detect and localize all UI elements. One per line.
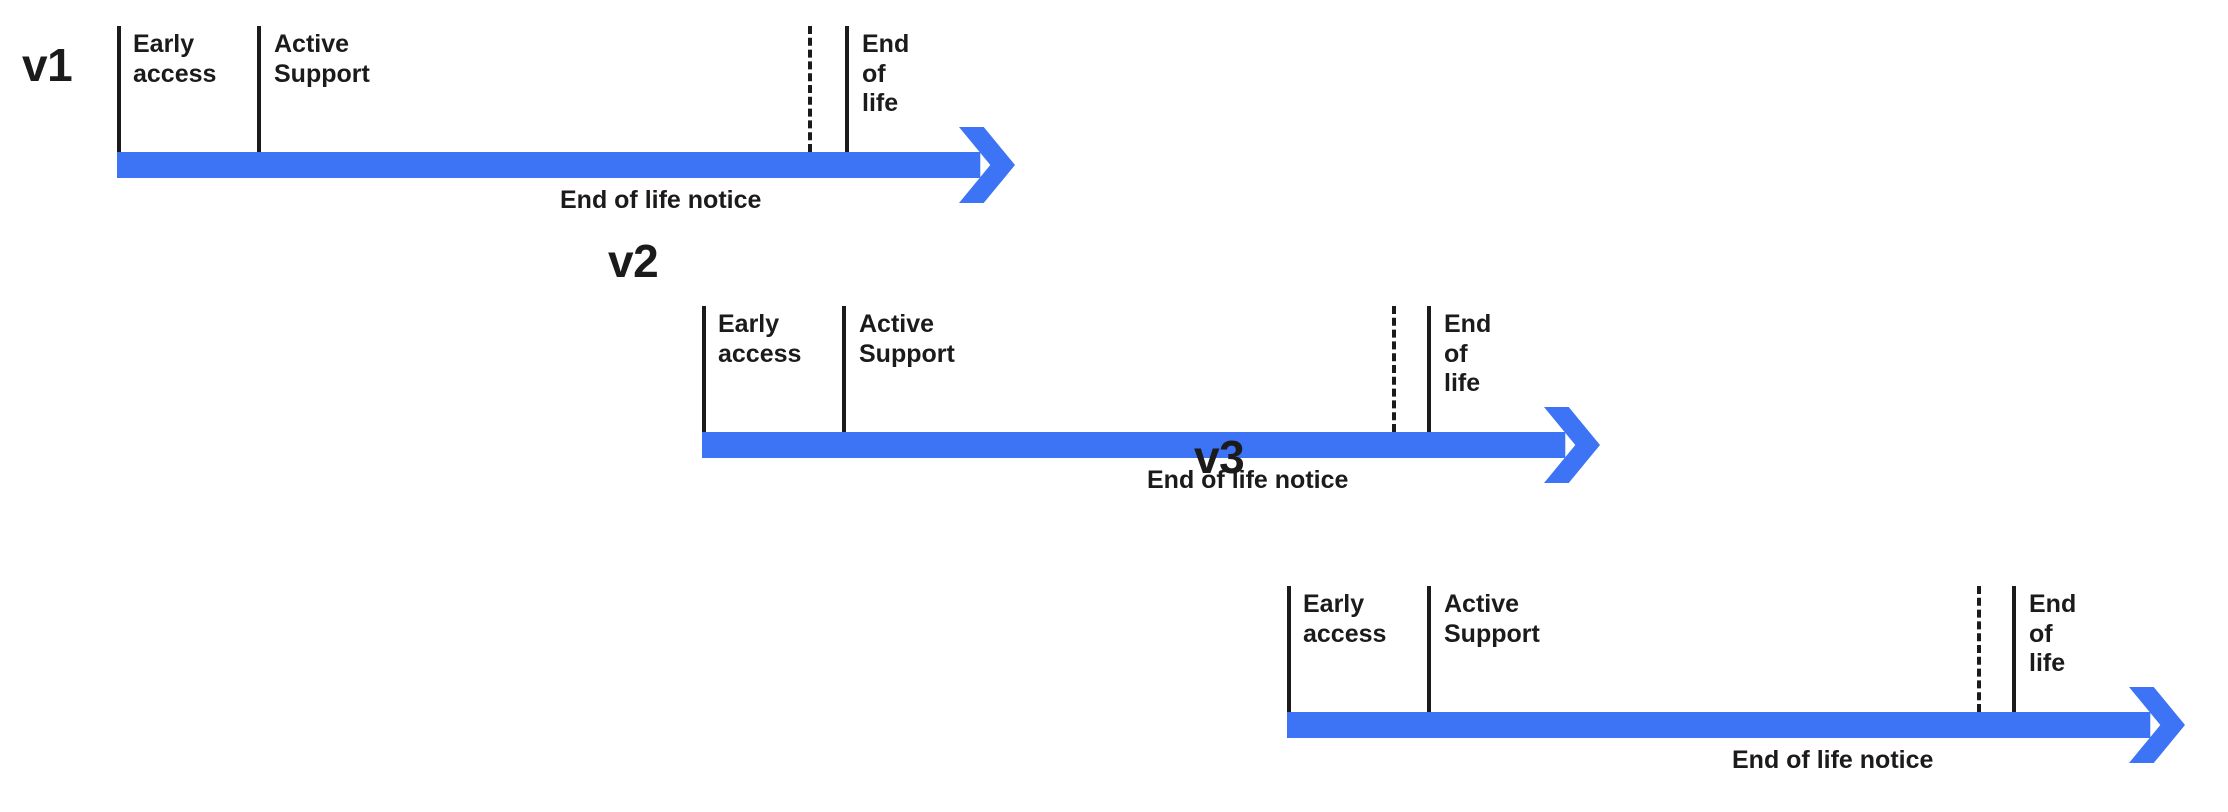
phase-divider — [702, 306, 706, 432]
phase-divider — [845, 26, 849, 152]
phase-label: Early access — [133, 30, 217, 88]
version-label: v3 — [1194, 431, 1245, 483]
end-of-life-notice-caption: End of life notice — [1732, 746, 1934, 774]
timeline-arrow — [117, 127, 1015, 203]
phase-divider — [2012, 586, 2016, 712]
phase-label: Early access — [1303, 590, 1387, 648]
arrow-head — [2129, 687, 2185, 763]
phase-label: End of life — [1444, 310, 1492, 397]
arrow-shaft — [117, 152, 981, 178]
arrow-head — [1544, 407, 1600, 483]
phase-divider — [117, 26, 121, 152]
arrow-shaft — [1287, 712, 2151, 738]
phase-divider — [257, 26, 261, 152]
version-label: v1 — [22, 39, 73, 91]
end-of-life-notice-marker — [1392, 306, 1396, 432]
phase-label: End of life — [2029, 590, 2077, 677]
phase-label: Active Support — [274, 30, 370, 88]
phase-label: Active Support — [859, 310, 955, 368]
timeline-arrow — [702, 407, 1600, 483]
phase-label: Early access — [718, 310, 802, 368]
arrow-head — [959, 127, 1015, 203]
version-label: v2 — [608, 235, 659, 287]
phase-divider — [842, 306, 846, 432]
arrow-shaft — [702, 432, 1566, 458]
end-of-life-notice-marker — [1977, 586, 1981, 712]
phase-label: Active Support — [1444, 590, 1540, 648]
phase-divider — [1287, 586, 1291, 712]
phase-divider — [1427, 586, 1431, 712]
end-of-life-notice-caption: End of life notice — [1147, 466, 1349, 494]
phase-label: End of life — [862, 30, 910, 117]
phase-divider — [1427, 306, 1431, 432]
timeline-arrow — [1287, 687, 2185, 763]
end-of-life-notice-marker — [808, 26, 812, 152]
end-of-life-notice-caption: End of life notice — [560, 186, 762, 214]
